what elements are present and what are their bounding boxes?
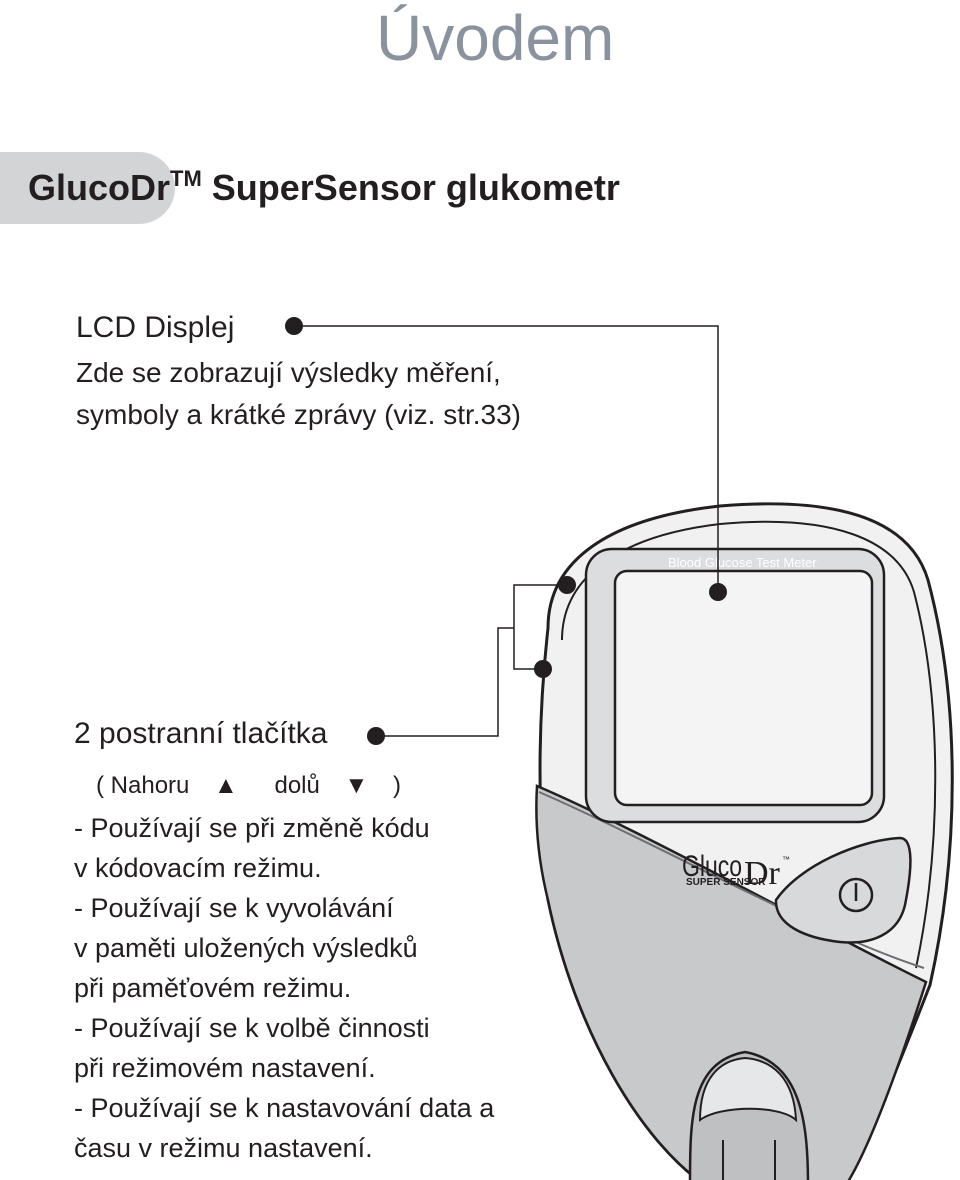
up-arrow-icon: ▲ [214, 772, 238, 799]
side-buttons-callout: 2 postranní tlačítka ( Nahoru ▲ dolů ▼ )… [74, 714, 574, 1168]
down-arrow-icon: ▼ [344, 772, 369, 799]
lcd-description-line-1: Zde se zobrazují výsledky měření, [76, 357, 501, 388]
heading-brand: GlucoDr [28, 167, 171, 208]
note-open: ( Nahoru [96, 772, 190, 799]
down-button[interactable] [534, 660, 552, 678]
power-button[interactable] [774, 836, 912, 944]
side-buttons-bullet-list: - Používají se při změně kódu v kódovací… [74, 808, 574, 1168]
lcd-description-line-2: symboly a krátké zprávy (viz. str.33) [76, 399, 522, 430]
bullet-item: - Používají se k vyvolávání v paměti ulo… [74, 893, 418, 1003]
lcd-callout: LCD Displej Zde se zobrazují výsledky mě… [76, 308, 521, 436]
lcd-title: LCD Displej [76, 311, 235, 344]
logo-gluco: Gluco [682, 850, 742, 883]
note-close: ) [392, 772, 401, 799]
section-heading: GlucoDrTM SuperSensor glukometr [28, 164, 620, 212]
bullet-item: - Používají se při změně kódu v kódovací… [74, 813, 430, 883]
logo-dr: Dr [744, 855, 781, 892]
logo-sub: SUPER SENSOR [686, 877, 766, 888]
note-mid: dolů [274, 772, 320, 799]
side-buttons-title: 2 postranní tlačítka [74, 717, 328, 750]
strip-port [688, 1050, 810, 1180]
logo-main: Gluco [682, 850, 742, 883]
logo-tm: ™ [782, 855, 790, 864]
power-icon [838, 877, 874, 913]
screen-caption: Blood Glucose Test Meter [668, 555, 817, 570]
section-band [0, 152, 175, 224]
heading-rest: SuperSensor glukometr [201, 167, 620, 208]
bullet-item: - Používají se k nastavování data a času… [74, 1093, 495, 1163]
heading-tm: TM [170, 166, 202, 191]
screen-frame [584, 547, 886, 824]
screen-callout-dot [709, 583, 727, 601]
lcd-screen [613, 569, 874, 807]
up-button[interactable] [558, 576, 576, 594]
lcd-description: Zde se zobrazují výsledky měření, symbol… [76, 352, 521, 436]
side-buttons-note: ( Nahoru ▲ dolů ▼ ) [96, 766, 574, 806]
page-title: Úvodem [376, 2, 615, 74]
side-button-bracket [513, 584, 567, 670]
bullet-item: - Používají se k volbě činnosti při reži… [74, 1013, 430, 1083]
